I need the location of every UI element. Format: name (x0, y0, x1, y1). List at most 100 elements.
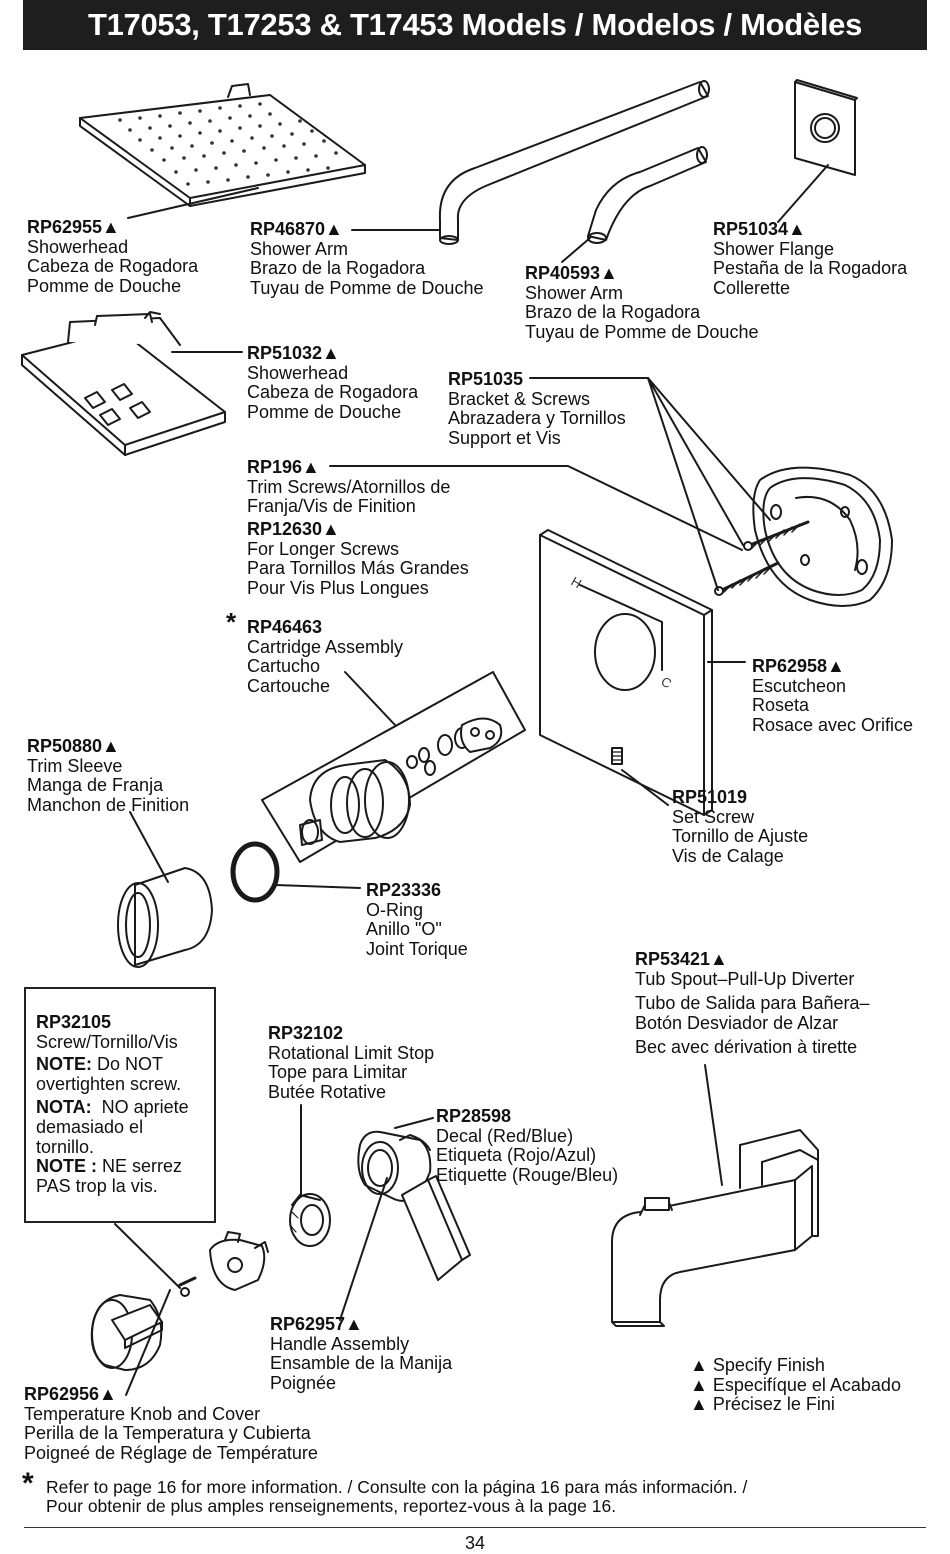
part-number: RP51032▲ (247, 343, 340, 363)
part-label-rp62956: RP62956▲ Temperature Knob and Cover Peri… (24, 1384, 318, 1463)
part-desc-fr: Vis de Calage (672, 845, 784, 866)
showerhead-square-illustration (21, 311, 226, 456)
screw-note-box (24, 987, 216, 1223)
asterisk-marker: * (226, 607, 237, 637)
part-number: RP62958▲ (752, 656, 845, 676)
part-number: RP46463 (247, 617, 323, 637)
showerhead-rain-illustration (79, 83, 366, 207)
part-desc-en: Showerhead (247, 362, 349, 383)
knob-adapter-illustration (209, 1231, 269, 1291)
part-desc-es: Tope para Limitar (268, 1062, 408, 1083)
part-desc-en: Escutcheon (752, 675, 847, 696)
part-label-rp62957: RP62957▲ Handle Assembly Ensamble de la … (270, 1314, 453, 1393)
small-screw-illustration (178, 1276, 197, 1297)
part-desc-line-1: Trim Screws/Atornillos de (247, 476, 451, 497)
leader-rp51034 (777, 164, 829, 223)
part-label-rp62958: RP62958▲ Escutcheon Roseta Rosace avec O… (752, 656, 914, 735)
cartridge-illustration (299, 759, 411, 846)
part-desc-en: Cartridge Assembly (247, 636, 404, 657)
part-label-rp40593: RP40593▲ Shower Arm Brazo de la Rogadora… (525, 263, 758, 342)
part-desc-fr: Support et Vis (448, 427, 561, 448)
part-label-rp62955: RP62955▲ Showerhead Cabeza de Rogadora P… (27, 217, 198, 296)
part-desc-fr: Collerette (713, 277, 791, 298)
part-desc-en: Set Screw (672, 806, 755, 827)
part-desc-es: Ensamble de la Manija (270, 1353, 453, 1374)
part-desc-es: Perilla de la Temperatura y Cubierta (24, 1423, 311, 1444)
note-en-text: Do NOT (92, 1054, 164, 1075)
part-label-rp32105: RP32105 Screw/Tornillo/Vis NOTE: Do NOT … (36, 1012, 189, 1196)
shower-arm-long-illustration (438, 80, 710, 245)
leader-rp62955 (127, 187, 259, 219)
part-label-rp53421: RP53421▲ Tub Spout–Pull-Up Diverter Tubo… (635, 949, 870, 1058)
note-es-label: NOTA: (36, 1097, 92, 1118)
footer-line-2: Pour obtenir de plus amples renseignemen… (46, 1496, 617, 1516)
part-number: RP32105 (36, 1012, 112, 1032)
leader-rp23336 (275, 884, 361, 889)
asterisk-marker: * (22, 1467, 34, 1500)
part-label-rp28598: RP28598 Decal (Red/Blue) Etiqueta (Rojo/… (436, 1106, 618, 1185)
leader-rp28598 (394, 1117, 434, 1129)
part-desc-fr: Pomme de Douche (27, 275, 182, 296)
leader-rp46463 (344, 671, 396, 726)
part-desc-fr: Rosace avec Orifice (752, 714, 914, 735)
part-label-rp50880: RP50880▲ Trim Sleeve Manga de Franja Man… (27, 736, 189, 815)
note-es-line2: demasiado el (36, 1116, 144, 1137)
part-number: RP53421▲ (635, 949, 728, 969)
part-desc-en: O-Ring (366, 899, 424, 920)
set-screw-illustration (611, 747, 623, 765)
part-desc-es: Pestaña de la Rogadora (713, 258, 908, 279)
leader-rp62956 (125, 1289, 171, 1396)
part-desc-es: Brazo de la Rogadora (250, 258, 426, 279)
part-desc-fr: Bec avec dérivation à tirette (635, 1037, 858, 1058)
page-number: 34 (464, 1533, 486, 1553)
note-fr-line2: PAS trop la vis. (36, 1175, 158, 1196)
part-desc-line-2: Franja/Vis de Finition (247, 496, 416, 517)
note-es-line3: tornillo. (36, 1136, 95, 1157)
part-desc-es: Anillo "O" (366, 919, 442, 940)
tub-spout-illustration (611, 1129, 819, 1327)
escutcheon-plate-illustration (539, 529, 713, 816)
part-desc-es: Roseta (752, 695, 810, 716)
note-en-line2: overtighten screw. (36, 1073, 182, 1094)
part-desc-en: Decal (Red/Blue) (436, 1125, 574, 1146)
part-number: RP23336 (366, 880, 442, 900)
part-label-rp196: RP196▲ Trim Screws/Atornillos de Franja/… (247, 457, 451, 517)
leader-rp62957 (339, 1177, 388, 1321)
part-number: RP50880▲ (27, 736, 120, 756)
part-desc-fr: Butée Rotative (268, 1081, 387, 1102)
part-number: RP51034▲ (713, 219, 806, 239)
part-desc-fr: Cartouche (247, 675, 331, 696)
part-desc-es: Tornillo de Ajuste (672, 826, 809, 847)
part-number: RP62957▲ (270, 1314, 363, 1334)
part-number: RP62956▲ (24, 1384, 117, 1404)
part-desc-en: Shower Flange (713, 238, 835, 259)
part-desc-en: For Longer Screws (247, 538, 400, 559)
part-desc: Screw/Tornillo/Vis (36, 1031, 178, 1052)
legend-line-en: ▲ Specify Finish (690, 1355, 825, 1375)
footer-divider (24, 1527, 926, 1528)
cartridge-assembly-outline (261, 671, 526, 863)
o-ring-illustration (230, 841, 280, 903)
legend-line-es: ▲ Especifíque el Acabado (690, 1374, 901, 1395)
part-desc-es: Etiqueta (Rojo/Azul) (436, 1145, 597, 1166)
part-desc-fr: Tuyau de Pomme de Douche (250, 277, 484, 298)
part-label-rp32102: RP32102 Rotational Limit Stop Tope para … (268, 1023, 434, 1102)
page-title: T17053, T17253 & T17453 Models / Modelos… (23, 0, 927, 50)
part-desc-es-2: Botón Desviador de Alzar (635, 1012, 839, 1033)
shower-flange-illustration (794, 79, 858, 176)
footer-line-1: Refer to page 16 for more information. /… (46, 1477, 748, 1497)
leader-rp196 (329, 465, 743, 551)
bracket-plate-illustration (752, 466, 893, 607)
leader-rp40593 (561, 237, 591, 263)
trim-sleeve-illustration (117, 867, 213, 968)
part-desc-es: Brazo de la Rogadora (525, 302, 701, 323)
leader-rp53421 (704, 1064, 723, 1186)
part-desc-en: Trim Sleeve (27, 755, 123, 776)
leader-rp50880 (129, 811, 169, 883)
part-number: RP62955▲ (27, 217, 120, 237)
finish-legend: ▲ Specify Finish ▲ Especifíque el Acabad… (690, 1355, 901, 1415)
cartridge-seals-illustration (406, 717, 503, 776)
part-desc-en: Tub Spout–Pull-Up Diverter (635, 968, 855, 989)
part-desc-fr: Pomme de Douche (247, 401, 402, 422)
